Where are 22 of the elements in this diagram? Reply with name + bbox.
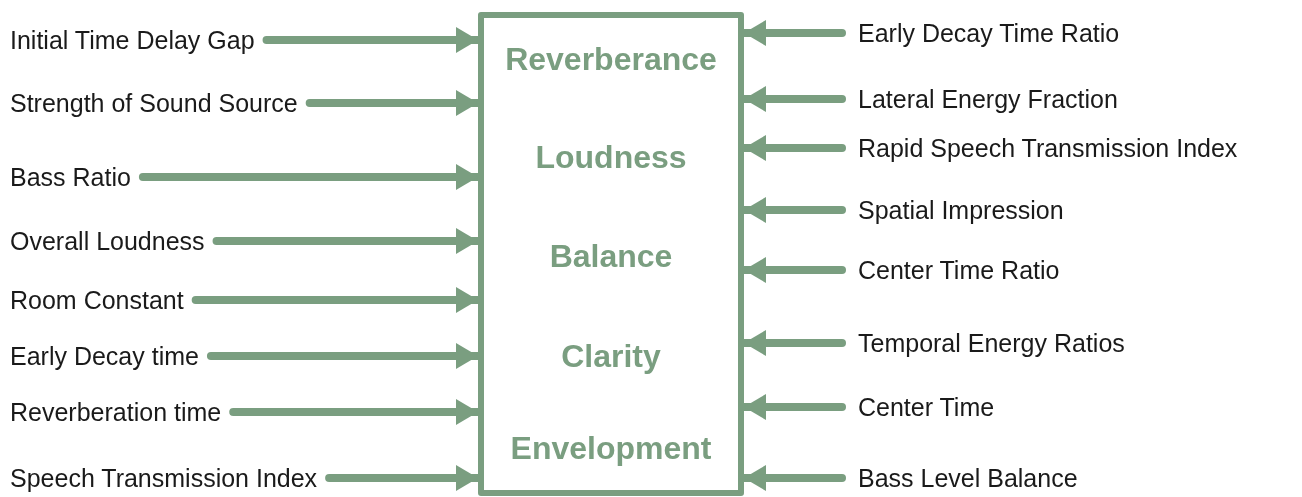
quality-box [478,12,744,496]
parameter-label: Center Time Ratio [842,255,1298,285]
parameter-label: Lateral Energy Fraction [842,84,1298,114]
attribute-label: Envelopment [509,429,713,468]
parameter-label: Temporal Energy Ratios [842,328,1298,358]
parameter-label: Rapid Speech Transmission Index [842,133,1298,163]
attribute-label: Clarity [560,337,662,376]
parameter-label: Strength of Sound Source [6,88,358,118]
parameter-label: Reverberation time [6,397,358,427]
attribute-label: Reverberance [504,40,718,79]
parameter-label: Bass Ratio [6,162,358,192]
parameter-label: Bass Level Balance [842,463,1298,493]
attribute-label: Balance [548,237,674,276]
parameter-label: Overall Loudness [6,226,358,256]
parameter-label: Early Decay Time Ratio [842,18,1298,48]
parameter-label: Early Decay time [6,341,358,371]
parameter-label: Initial Time Delay Gap [6,25,358,55]
parameter-label: Room Constant [6,285,358,315]
attribute-label: Loudness [534,138,688,177]
parameter-label: Spatial Impression [842,195,1298,225]
parameter-label: Speech Transmission Index [6,463,358,493]
parameter-label: Center Time [842,392,1298,422]
